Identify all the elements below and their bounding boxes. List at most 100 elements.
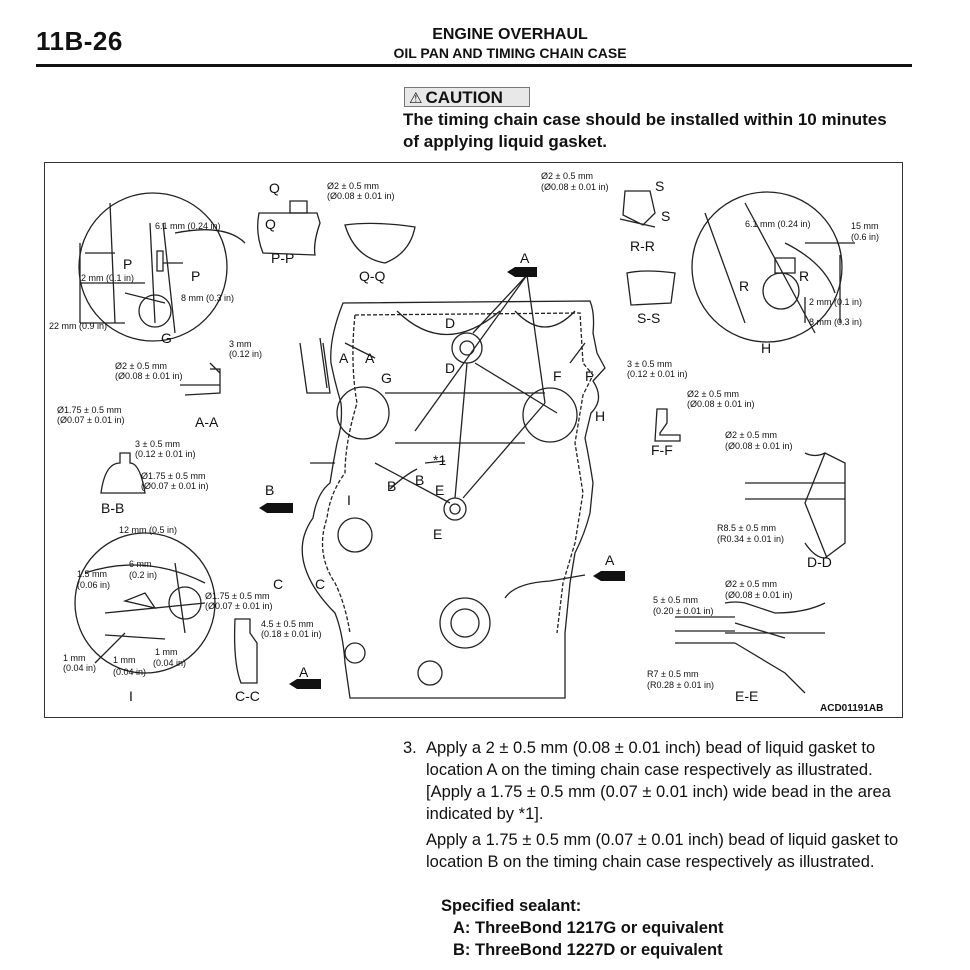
- letter-i-main: I: [347, 492, 351, 508]
- dim-aa-d2in: (Ø0.08 ± 0.01 in): [115, 371, 182, 381]
- dim-h-8: 8 mm (0.3 in): [809, 317, 862, 327]
- page-number: 11B-26: [36, 26, 123, 56]
- dim-ff-d2in: (Ø0.08 ± 0.01 in): [687, 399, 754, 409]
- dim-i-1ain: (0.04 in): [63, 663, 96, 673]
- dim-g-8: 8 mm (0.3 in): [181, 293, 234, 303]
- letter-r-right: R: [799, 268, 809, 284]
- dim-h-15: 15 mm: [851, 221, 879, 231]
- dim-ee-r7in: (R0.28 ± 0.01 in): [647, 680, 714, 690]
- dim-g-22: 22 mm (0.9 in): [49, 321, 107, 331]
- dim-bb-d175: Ø1.75 ± 0.5 mm: [57, 405, 121, 415]
- arrow-markers: [259, 267, 625, 689]
- caution-text: The timing chain case should be installe…: [403, 110, 887, 151]
- dim-cc-d175: Ø1.75 ± 0.5 mm: [205, 591, 269, 601]
- label-pp: P-P: [271, 250, 294, 266]
- dim-h-2: 2 mm (0.1 in): [809, 297, 862, 307]
- dim-pp-d2in: (Ø0.08 ± 0.01 in): [327, 191, 394, 201]
- letter-b-main1: B: [387, 478, 396, 494]
- dim-ff-d2: Ø2 ± 0.5 mm: [687, 389, 739, 399]
- dim-i-1a: 1 mm: [63, 653, 86, 663]
- label-star1: *1: [433, 452, 446, 468]
- dim-i-15: 1.5 mm: [77, 569, 107, 579]
- sealant-heading: Specified sealant:: [441, 897, 582, 915]
- label-ff: F-F: [651, 442, 673, 458]
- dim-ee-d2in: (Ø0.08 ± 0.01 in): [725, 590, 792, 600]
- dim-rr-d2: Ø2 ± 0.5 mm: [541, 171, 593, 181]
- letter-a-top: A: [520, 250, 530, 266]
- letter-a-left2: A: [365, 350, 375, 366]
- letter-p-left: P: [123, 256, 132, 272]
- label-rr: R-R: [630, 238, 655, 254]
- label-bb: B-B: [101, 500, 124, 516]
- dim-bb-d175bin: (Ø0.07 ± 0.01 in): [141, 481, 208, 491]
- dim-dd-r85: R8.5 ± 0.5 mm: [717, 523, 776, 533]
- letter-s-mid: S: [661, 208, 670, 224]
- drawing-lines: [74, 190, 855, 699]
- dim-h-61: 6.1 mm (0.24 in): [745, 219, 811, 229]
- step-number: 3.: [403, 739, 417, 757]
- dim-cc-d175in: (Ø0.07 ± 0.01 in): [205, 601, 272, 611]
- letter-r-left: R: [739, 278, 749, 294]
- letter-h-main: H: [595, 408, 605, 424]
- letter-c-left: C: [273, 576, 283, 592]
- dim-ff-3: 3 ± 0.5 mm: [627, 359, 672, 369]
- gasket-application-figure: P-P Q-Q R-R S-S A-A B-B C-C D-D E-E F-F …: [44, 162, 903, 718]
- section-subtitle: OIL PAN AND TIMING CHAIN CASE: [393, 45, 627, 61]
- header-rule: [36, 64, 912, 67]
- dim-i-15in: (0.06 in): [77, 580, 110, 590]
- dim-g-61: 6.1 mm (0.24 in): [155, 221, 221, 231]
- step-paragraph-2: Apply a 1.75 ± 0.5 mm (0.07 ± 0.01 inch)…: [426, 831, 899, 871]
- dim-cc-45in: (0.18 ± 0.01 in): [261, 629, 321, 639]
- letter-s-top: S: [655, 178, 664, 194]
- dim-i-1cin: (0.04 in): [153, 658, 186, 668]
- dim-i-6in: (0.2 in): [129, 570, 157, 580]
- caution-label: CAUTION: [425, 88, 503, 107]
- label-h: H: [761, 340, 771, 356]
- caution-badge: ⚠CAUTION: [404, 87, 530, 107]
- letter-p-right: P: [191, 268, 200, 284]
- dim-bb-3: 3 ± 0.5 mm: [135, 439, 180, 449]
- letter-c-right: C: [315, 576, 325, 592]
- figure-code: ACD01191AB: [820, 703, 883, 714]
- dim-ee-d2: Ø2 ± 0.5 mm: [725, 579, 777, 589]
- label-ee: E-E: [735, 688, 758, 704]
- dim-ee-5: 5 ± 0.5 mm: [653, 595, 698, 605]
- step-paragraph-1: Apply a 2 ± 0.5 mm (0.08 ± 0.01 inch) be…: [426, 739, 891, 823]
- letter-b-arrow: B: [265, 482, 274, 498]
- letter-a-left1: A: [339, 350, 349, 366]
- letter-g-main: G: [381, 370, 392, 386]
- letter-b-main2: B: [415, 472, 424, 488]
- section-title: ENGINE OVERHAUL: [432, 26, 588, 43]
- dim-i-1c: 1 mm: [155, 647, 178, 657]
- dim-dd-d2: Ø2 ± 0.5 mm: [725, 430, 777, 440]
- dim-ee-5in: (0.20 ± 0.01 in): [653, 606, 713, 616]
- label-g: G: [161, 330, 172, 346]
- step-3: 3. Apply a 2 ± 0.5 mm (0.08 ± 0.01 inch)…: [403, 737, 913, 873]
- dim-cc-45: 4.5 ± 0.5 mm: [261, 619, 313, 629]
- dim-dd-r85in: (R0.34 ± 0.01 in): [717, 534, 784, 544]
- warning-triangle-icon: ⚠: [409, 90, 423, 107]
- dim-aa-d2: Ø2 ± 0.5 mm: [115, 361, 167, 371]
- sealant-item-b: B: ThreeBond 1227D or equivalent: [453, 941, 723, 959]
- dim-i-6: 6 mm: [129, 559, 152, 569]
- letter-f-right: F: [585, 368, 594, 384]
- specified-sealant: Specified sealant: A: ThreeBond 1217G or…: [441, 895, 723, 961]
- dim-pp-d2: Ø2 ± 0.5 mm: [327, 181, 379, 191]
- dim-ff-3in: (0.12 ± 0.01 in): [627, 369, 687, 379]
- dim-bb-d175in: (Ø0.07 ± 0.01 in): [57, 415, 124, 425]
- figure-drawing: P-P Q-Q R-R S-S A-A B-B C-C D-D E-E F-F …: [49, 171, 883, 714]
- letter-a-bottom: A: [299, 664, 309, 680]
- dim-aa-3in: (0.12 in): [229, 349, 262, 359]
- letter-f-left: F: [553, 368, 562, 384]
- dim-i-1b: 1 mm: [113, 655, 136, 665]
- letter-d-top: D: [445, 315, 455, 331]
- dim-rr-d2in: (Ø0.08 ± 0.01 in): [541, 182, 608, 192]
- dim-dd-d2in: (Ø0.08 ± 0.01 in): [725, 441, 792, 451]
- letter-d-bottom: D: [445, 360, 455, 376]
- dim-i-12: 12 mm (0.5 in): [119, 525, 177, 535]
- dim-bb-3in: (0.12 ± 0.01 in): [135, 449, 195, 459]
- dim-aa-3: 3 mm: [229, 339, 252, 349]
- label-ss: S-S: [637, 310, 660, 326]
- dim-ee-r7: R7 ± 0.5 mm: [647, 669, 698, 679]
- letter-a-right: A: [605, 552, 615, 568]
